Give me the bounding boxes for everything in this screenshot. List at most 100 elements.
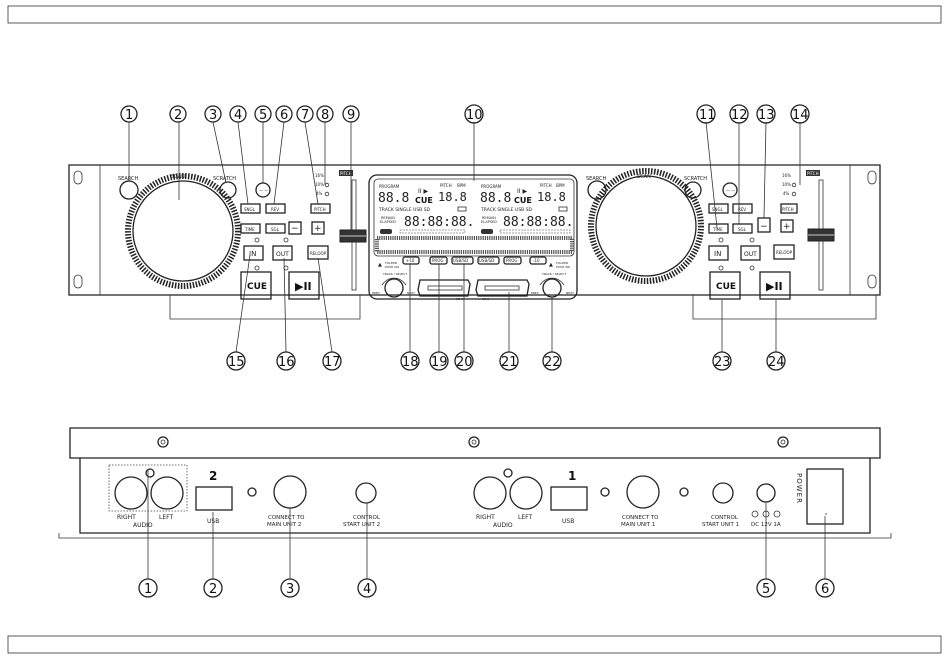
- usb-port-2[interactable]: [195, 486, 233, 511]
- sd-slot-1[interactable]: [417, 279, 471, 297]
- svg-text:SD 1: SD 1: [456, 297, 463, 301]
- svg-text:ELAPSED: ELAPSED: [481, 220, 497, 224]
- svg-text:START UNIT 1: START UNIT 1: [702, 522, 739, 528]
- svg-text:NEXT: NEXT: [566, 291, 574, 295]
- svg-text:IN: IN: [249, 250, 256, 258]
- track-knob-left[interactable]: [384, 278, 404, 298]
- svg-text:BPM: BPM: [556, 183, 565, 188]
- pitch-key[interactable]: [310, 203, 331, 214]
- power-switch[interactable]: [806, 468, 844, 525]
- usb-port-1[interactable]: [550, 486, 588, 511]
- svg-text:PREV: PREV: [372, 291, 381, 295]
- rear-callout-5: 5: [762, 582, 770, 597]
- time-knob[interactable]: [722, 182, 738, 198]
- track-knob-right[interactable]: [542, 278, 562, 298]
- sngl-key[interactable]: [240, 203, 261, 214]
- connect-main-unit-2[interactable]: [273, 475, 307, 509]
- sd-slot-2[interactable]: [475, 279, 530, 297]
- rev-key[interactable]: [732, 203, 753, 214]
- svg-text:II ▶: II ▶: [517, 188, 527, 195]
- svg-text:REMAIN: REMAIN: [482, 216, 496, 220]
- svg-text:CUE: CUE: [514, 196, 532, 205]
- svg-text:TIME: TIME: [712, 227, 723, 232]
- rear-callout-1: 1: [144, 582, 152, 597]
- time-key[interactable]: [708, 223, 729, 234]
- svg-text:1: 1: [568, 469, 576, 483]
- callout-11: 11: [699, 108, 716, 123]
- prog-button-right[interactable]: [503, 256, 522, 265]
- loop-in-button[interactable]: [243, 245, 264, 261]
- callout-2: 2: [174, 108, 182, 123]
- pitch-key[interactable]: [780, 203, 798, 214]
- callout-21: 21: [501, 355, 518, 370]
- svg-text:▲: ▲: [378, 262, 382, 268]
- svg-text:TRACK / SELECT: TRACK / SELECT: [541, 272, 566, 276]
- rear-callout-3: 3: [286, 582, 294, 597]
- search-label: SEARCH: [586, 176, 606, 182]
- svg-text:10%: 10%: [315, 182, 324, 187]
- svg-text:CONNECT TO: CONNECT TO: [622, 515, 659, 521]
- svg-text:88.8: 88.8: [378, 191, 409, 206]
- rca-left-2[interactable]: [150, 476, 184, 510]
- svg-text:RELOOP: RELOOP: [776, 250, 793, 255]
- connect-main-unit-1[interactable]: [626, 475, 660, 509]
- jog-wheel[interactable]: [125, 173, 241, 289]
- rca-right-1[interactable]: [473, 476, 507, 510]
- search-label: SEARCH: [118, 176, 138, 182]
- callout-13: 13: [758, 108, 775, 123]
- search-button[interactable]: [587, 180, 607, 200]
- play-pause-button[interactable]: [288, 271, 320, 300]
- svg-text:— —: — —: [259, 188, 268, 193]
- svg-text:2: 2: [209, 469, 217, 483]
- sgl-key[interactable]: [732, 223, 753, 234]
- svg-text:PITCH: PITCH: [540, 183, 552, 188]
- reloop-button[interactable]: [773, 244, 795, 260]
- sngl-key[interactable]: [708, 203, 729, 214]
- callout-20: 20: [456, 355, 473, 370]
- usb-sd-button-right[interactable]: [477, 256, 500, 265]
- prog-button-left[interactable]: [429, 256, 448, 265]
- callout-22: 22: [544, 355, 561, 370]
- rca-left-1[interactable]: [509, 476, 543, 510]
- pitch-minus-button[interactable]: [288, 221, 302, 235]
- sgl-key[interactable]: [265, 223, 286, 234]
- svg-text:18.8: 18.8: [537, 190, 566, 204]
- control-start-unit-1[interactable]: [712, 482, 734, 504]
- rca-right-2[interactable]: [114, 476, 148, 510]
- svg-text:MAIN UNIT 1: MAIN UNIT 1: [621, 522, 655, 528]
- svg-text:OUT: OUT: [744, 251, 757, 258]
- dc-input-jack[interactable]: [756, 483, 776, 503]
- svg-text:OUT: OUT: [276, 251, 289, 258]
- top-frame-bar: [7, 5, 942, 24]
- rear-callout-2: 2: [209, 582, 217, 597]
- loop-in-button[interactable]: [708, 245, 729, 261]
- svg-text:TIME: TIME: [244, 227, 255, 232]
- control-start-unit-2[interactable]: [355, 482, 377, 504]
- svg-text:START UNIT 2: START UNIT 2: [343, 522, 380, 528]
- pitch-plus-button[interactable]: [311, 221, 325, 235]
- loop-out-button[interactable]: [272, 245, 293, 261]
- rear-unit-2: RIGHT LEFT AUDIO 2 USB CONNECT TO MAIN U…: [108, 464, 381, 529]
- svg-text:+10: +10: [406, 258, 415, 263]
- cue-button[interactable]: [240, 271, 272, 300]
- minus10-button[interactable]: [529, 256, 547, 265]
- svg-text:RIGHT: RIGHT: [117, 514, 136, 521]
- scratch-label: SCRATCH: [213, 176, 236, 182]
- callout-17: 17: [324, 355, 341, 370]
- svg-text:USB/SD: USB/SD: [479, 258, 494, 263]
- pitch-plus-button[interactable]: [780, 219, 794, 233]
- svg-text:PITCH: PITCH: [440, 183, 452, 188]
- search-button[interactable]: [119, 180, 139, 200]
- svg-text:TRACK SINGLE USB SD: TRACK SINGLE USB SD: [480, 207, 533, 213]
- loop-out-button[interactable]: [740, 245, 761, 261]
- rev-key[interactable]: [265, 203, 286, 214]
- time-key[interactable]: [240, 223, 261, 234]
- plus10-button[interactable]: [402, 256, 420, 265]
- svg-text:RIGHT: RIGHT: [476, 514, 495, 521]
- cue-button[interactable]: [709, 271, 741, 300]
- callout-12: 12: [731, 108, 748, 123]
- jog-wheel[interactable]: [588, 168, 704, 284]
- usb-sd-button-left[interactable]: [451, 256, 474, 265]
- play-pause-button[interactable]: [759, 271, 791, 300]
- svg-text:NEXT: NEXT: [407, 291, 415, 295]
